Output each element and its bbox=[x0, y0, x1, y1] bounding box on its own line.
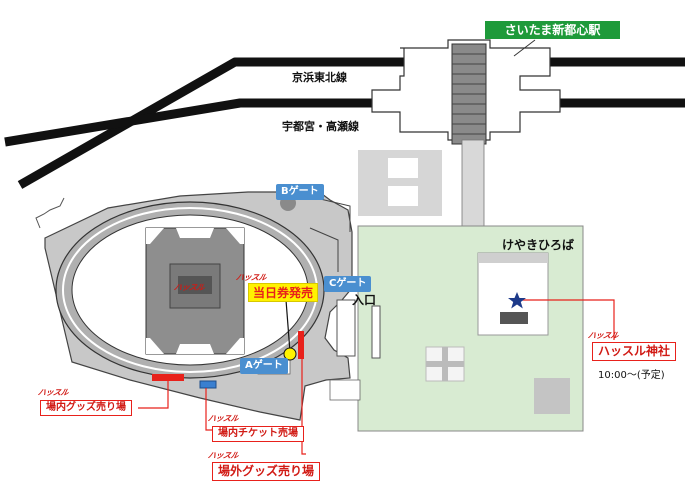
north-building bbox=[358, 150, 442, 216]
plaza-structure bbox=[534, 378, 570, 414]
brand-mark-arena: ハッスル bbox=[173, 283, 205, 292]
brand-mark-indoor-tickets: ハッスル bbox=[207, 414, 239, 423]
leader-lines bbox=[138, 299, 615, 455]
brand-mark-same-day: ハッスル bbox=[235, 273, 267, 282]
shrine-label: ハッスル神社 bbox=[592, 342, 677, 361]
booth-markers bbox=[152, 331, 304, 389]
location-dot-icon bbox=[283, 347, 297, 361]
plaza-area bbox=[357, 225, 584, 432]
station-building bbox=[371, 39, 561, 145]
indoor-ticket-booth bbox=[199, 380, 217, 389]
gate-a-label: Aゲート bbox=[240, 358, 288, 374]
arena-complex bbox=[44, 191, 381, 421]
railway-label-keihin-tohoku: 京浜東北線 bbox=[292, 71, 347, 84]
outdoor-goods-booth bbox=[298, 331, 304, 359]
same-day-ticket-label: 当日券発売 bbox=[248, 283, 319, 302]
station-label: さいたま新都心駅 bbox=[485, 21, 620, 39]
arena-corridor-right bbox=[336, 299, 356, 357]
indoor-ticket-label: 場内チケット売場 bbox=[212, 426, 304, 442]
entrance-label: 入口 bbox=[352, 293, 377, 307]
brand-mark-indoor-goods: ハッスル bbox=[37, 388, 69, 397]
arena-plaza-connector bbox=[329, 379, 361, 401]
indoor-goods-label: 場内グッズ売り場 bbox=[40, 400, 132, 416]
west-fence bbox=[35, 197, 65, 229]
shrine-time-label: 10:00～(予定) bbox=[598, 370, 665, 381]
indoor-goods-booth bbox=[152, 374, 184, 381]
railway-label-utsunomiya: 宇都宮・高瀬線 bbox=[282, 120, 359, 133]
plaza-label: けやきひろば bbox=[502, 238, 575, 252]
walkway bbox=[461, 139, 485, 233]
outdoor-goods-label: 場外グッズ売り場 bbox=[212, 462, 321, 481]
shrine-building bbox=[500, 312, 528, 324]
brand-mark-shrine: ハッスル bbox=[587, 331, 619, 340]
star-icon bbox=[508, 292, 526, 309]
station-label-pointer bbox=[513, 39, 536, 57]
brand-mark-outdoor-goods: ハッスル bbox=[207, 451, 239, 460]
gate-c-label: Cゲート bbox=[324, 276, 372, 292]
gate-b-label: Bゲート bbox=[276, 184, 324, 200]
